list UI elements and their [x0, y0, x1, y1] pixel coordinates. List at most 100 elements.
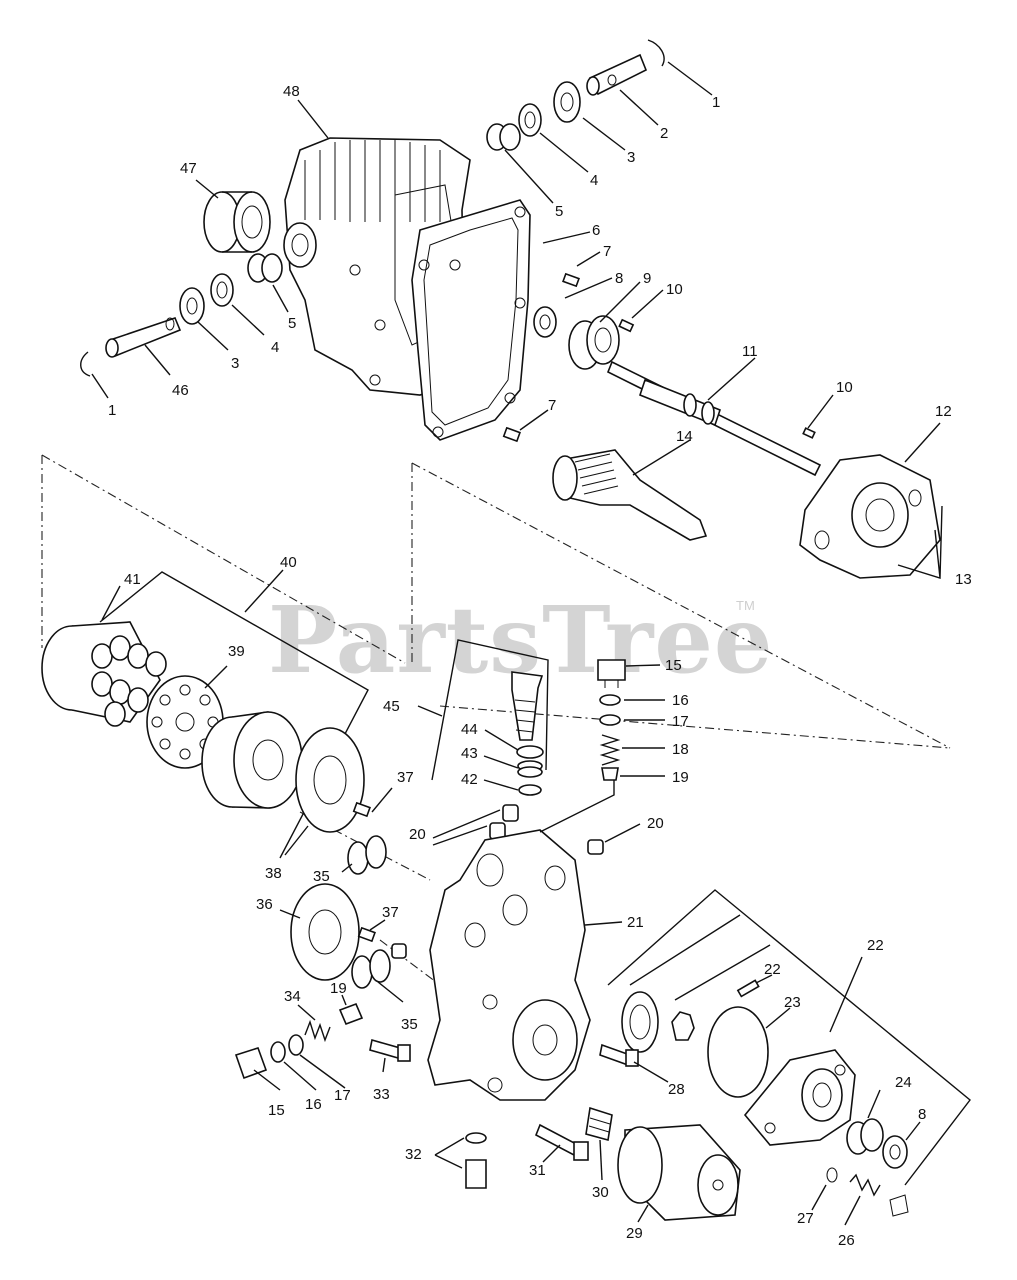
group-lines-22: [629, 914, 771, 1001]
callout-32: 32: [405, 1146, 422, 1163]
washer-17-lower: [288, 1034, 304, 1056]
part-27: [826, 1167, 838, 1183]
pin-7-lower: [502, 426, 521, 443]
callout-5: 5: [288, 315, 296, 332]
key-10-upper: [618, 318, 635, 333]
callout-22: 22: [867, 937, 884, 954]
callout-1: 1: [712, 94, 720, 111]
washer-17-upper: [599, 714, 621, 726]
key-10-lower: [802, 427, 816, 439]
spring-20-d: [391, 943, 407, 959]
spring-18: [599, 734, 621, 766]
bushing-35-lower: [351, 949, 391, 989]
gasket-6: [411, 199, 531, 441]
valve-19-upper: [601, 767, 619, 781]
alignment-lines: [41, 454, 951, 986]
callout-16: 16: [305, 1096, 322, 1113]
motor-block: [201, 711, 303, 809]
callout-5: 5: [555, 203, 563, 220]
callout-38: 38: [265, 865, 282, 882]
o-ring-16-upper: [599, 694, 621, 706]
callout-28: 28: [668, 1081, 685, 1098]
callout-4: 4: [271, 339, 279, 356]
plug-15-lower: [234, 1047, 268, 1080]
callout-37: 37: [397, 769, 414, 786]
fitting-right: [889, 1194, 909, 1217]
callout-37: 37: [382, 904, 399, 921]
callout-48: 48: [283, 83, 300, 100]
callout-42: 42: [461, 771, 478, 788]
seal-8-upper: [533, 306, 557, 338]
group-bracket-45: [431, 639, 549, 781]
ball-bearing-9: [568, 315, 620, 370]
pin-7-upper: [562, 272, 580, 288]
callout-12: 12: [935, 403, 952, 420]
spring-20-c: [587, 839, 604, 855]
callout-4: 4: [590, 172, 598, 189]
ball-42: [518, 784, 542, 796]
callout-8: 8: [615, 270, 623, 287]
spring-20-a: [502, 804, 519, 822]
callout-15: 15: [665, 657, 682, 674]
callout-31: 31: [529, 1162, 546, 1179]
spring-34: [304, 1019, 331, 1043]
callout-26: 26: [838, 1232, 855, 1249]
callout-14: 14: [676, 428, 693, 445]
callout-23: 23: [784, 994, 801, 1011]
o-ring-16-lower: [270, 1041, 286, 1063]
output-shaft-14: [552, 449, 708, 541]
shaft-46: [105, 317, 182, 358]
callout-2: 2: [660, 125, 668, 142]
bushing-35-upper: [347, 835, 387, 875]
callout-40: 40: [280, 554, 297, 571]
callout-labels: 1 2 3 4 5 6 7 8 9 10 11 10 12 13 14 7 48…: [108, 83, 972, 1249]
callout-39: 39: [228, 643, 245, 660]
charge-pump-cover: [743, 1049, 856, 1146]
callout-6: 6: [592, 222, 600, 239]
gerotor-inner: [671, 1011, 695, 1041]
callout-18: 18: [672, 741, 689, 758]
washer-4-right: [518, 103, 542, 137]
callout-20: 20: [409, 826, 426, 843]
seal-8-lower: [882, 1135, 908, 1169]
callout-13: 13: [955, 571, 972, 588]
callout-34: 34: [284, 988, 301, 1005]
callout-44: 44: [461, 721, 478, 738]
group-bracket-22: [607, 889, 971, 1186]
callout-29: 29: [626, 1225, 643, 1242]
center-section-21: [427, 829, 591, 1101]
callout-3: 3: [231, 355, 239, 372]
callout-41: 41: [124, 571, 141, 588]
gerotor-outer: [621, 991, 659, 1053]
callout-47: 47: [180, 160, 197, 177]
pin-37-lower: [357, 926, 376, 943]
pin-37-upper: [352, 801, 371, 818]
callout-22: 22: [764, 961, 781, 978]
bearing-24: [846, 1118, 884, 1155]
callout-11: 11: [742, 343, 758, 360]
shaft-2: [586, 53, 648, 96]
callout-46: 46: [172, 382, 189, 399]
valve-19-lower: [338, 1002, 364, 1026]
charge-relief-valve-45: [511, 671, 544, 741]
cover-12: [799, 454, 941, 579]
callout-35: 35: [401, 1016, 418, 1033]
callout-43: 43: [461, 745, 478, 762]
o-ring-23: [707, 1006, 769, 1098]
bolt-33: [369, 1038, 411, 1062]
callout-16: 16: [672, 692, 689, 709]
callout-33: 33: [373, 1086, 390, 1103]
filter-29: [617, 1124, 741, 1221]
thrust-washer-3-right: [553, 81, 581, 123]
swash-plate-38: [295, 727, 365, 833]
callout-3: 3: [627, 149, 635, 166]
retaining-ring-1-left: [80, 351, 91, 377]
callout-7: 7: [603, 243, 611, 260]
bolt-31: [534, 1123, 589, 1161]
callout-19: 19: [330, 980, 347, 997]
bearing-47: [203, 191, 271, 253]
callout-27: 27: [797, 1210, 814, 1227]
callout-8: 8: [918, 1106, 926, 1123]
callout-20: 20: [647, 815, 664, 832]
